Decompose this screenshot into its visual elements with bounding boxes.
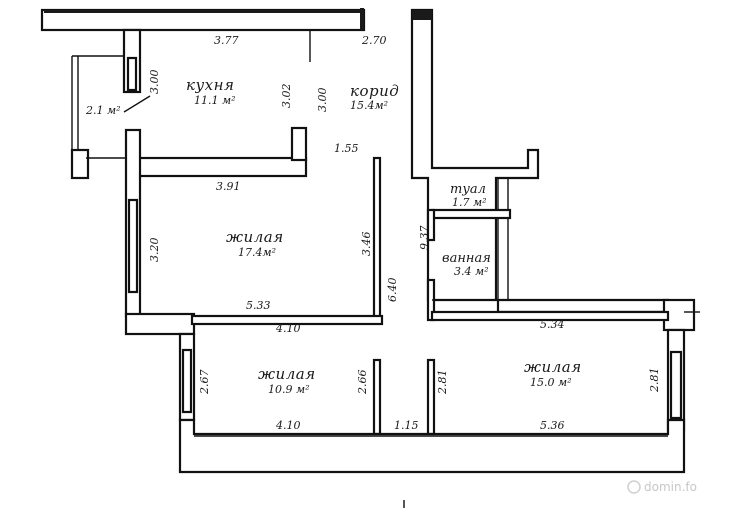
living3-area: 15.0 м² — [530, 376, 572, 389]
living1-left-window — [127, 198, 139, 294]
living3-right-window — [669, 350, 683, 420]
kitchen-name: кухня — [186, 76, 234, 94]
dim-living3-right: 2.81 — [648, 368, 661, 394]
living2-area: 10.9 м² — [268, 383, 310, 396]
dim-kitchen-top: 3.77 — [214, 34, 239, 47]
toilet-name: туал — [450, 182, 486, 197]
toilet-bottom-wall — [430, 208, 512, 220]
living3-left-wall — [426, 358, 436, 436]
watermark-logo-icon — [627, 480, 641, 494]
dim-living3-bottom: 5.36 — [540, 419, 565, 432]
dim-living1-right: 3.46 — [360, 232, 373, 257]
shaft-top — [412, 10, 432, 20]
kitchen-right-stub — [290, 126, 308, 162]
dim-living2-left: 2.67 — [198, 370, 211, 396]
toilet-area: 1.7 м² — [452, 196, 487, 209]
bathroom-left-door-top — [426, 208, 436, 242]
walls — [40, 8, 700, 508]
right-upper-wall — [496, 298, 670, 314]
dim-kitchen-left: 3.00 — [148, 70, 161, 95]
living1-right-wall — [372, 156, 382, 324]
balcony-leader — [123, 95, 151, 113]
living1-area: 17.4м² — [238, 246, 276, 259]
top-wall-fill — [44, 10, 362, 13]
living2-right-wall — [372, 358, 382, 436]
dim-kitchen-right: 3.02 — [280, 84, 293, 109]
dimension-labels: 3.77 2.70 3.00 3.02 3.00 1.55 3.91 3.20 … — [148, 34, 661, 432]
balcony-bottom-wall — [70, 148, 90, 180]
corridor-name: корид — [350, 82, 399, 100]
top-wall-right-end — [360, 8, 364, 30]
watermark-text: domin.fo — [644, 480, 697, 494]
kitchen-area: 11.1 м² — [194, 94, 236, 107]
dim-corridor-mid: 1.55 — [334, 142, 359, 155]
dim-bathroom-left: 9.37 — [418, 226, 431, 251]
watermark: domin.fo — [627, 480, 697, 494]
dim-living2-top: 4.10 — [275, 322, 301, 335]
bathroom-area: 3.4 м² — [454, 265, 489, 278]
kitchen-left-window — [126, 56, 138, 92]
dim-living1-left: 3.20 — [148, 238, 161, 263]
living2-left-window — [181, 348, 193, 414]
living2-name: жилая — [258, 365, 316, 383]
dim-corridor-bottom: 1.15 — [394, 419, 419, 432]
dim-corridor-top: 2.70 — [361, 34, 387, 47]
bottom-wall — [178, 418, 686, 474]
dim-living1-top: 3.91 — [216, 180, 241, 193]
room-labels: кухня 11.1 м² корид 15.4м² туал 1.7 м² ж… — [85, 76, 582, 396]
balcony-area: 2.1 м² — [85, 104, 121, 117]
dim-living3-top: 5.34 — [540, 318, 565, 331]
living3-name: жилая — [524, 358, 582, 376]
dim-living1-bottom: 5.33 — [246, 299, 271, 312]
dim-living2-bottom: 4.10 — [275, 419, 301, 432]
bathroom-name: ванная — [442, 251, 491, 266]
middle-horizontal-wall-right — [430, 310, 670, 322]
shaft-wall — [410, 8, 540, 302]
kitchen-bottom-wall — [126, 156, 308, 178]
dim-corridor-left: 3.00 — [316, 88, 329, 113]
dim-corridor-length: 6.40 — [386, 278, 399, 303]
dim-living3-left: 2.81 — [436, 370, 449, 396]
corridor-area: 15.4м² — [350, 99, 388, 112]
living1-name: жилая — [226, 228, 284, 246]
middle-horizontal-wall — [190, 314, 384, 326]
lower-left-pillar — [124, 312, 196, 336]
dim-living2-right: 2.66 — [356, 370, 369, 396]
